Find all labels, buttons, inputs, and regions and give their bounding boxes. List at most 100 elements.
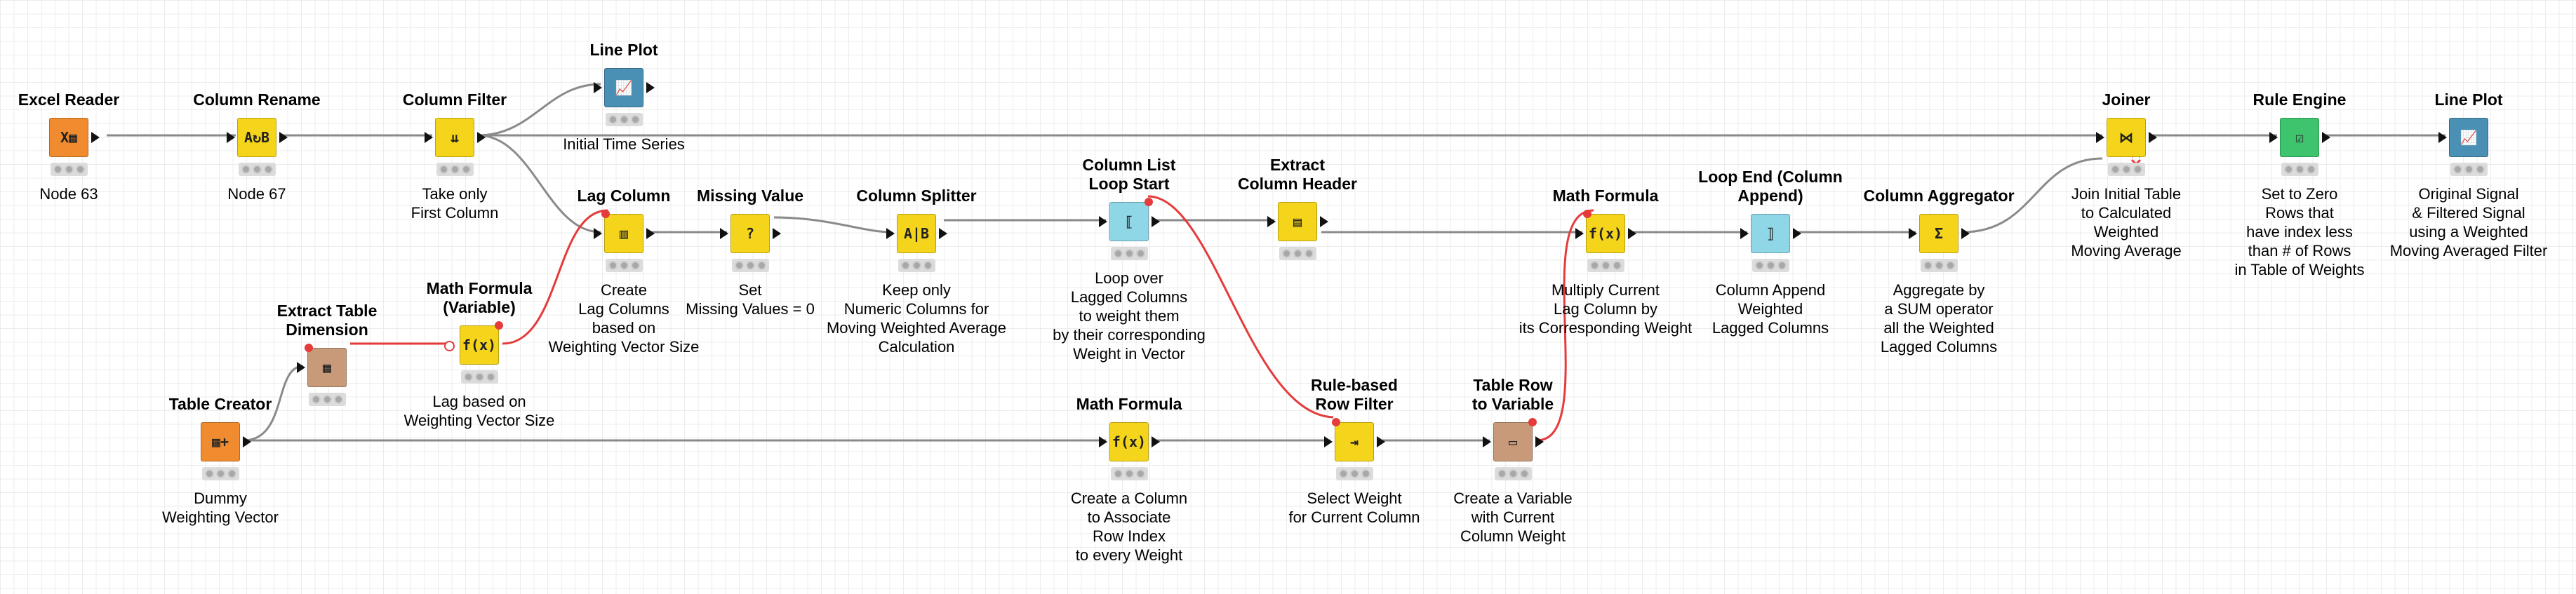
node-joiner[interactable]: Joiner⋈Join Initial Table to Calculated … [2021,90,2231,260]
node-icon-wrap[interactable]: Σ [1909,214,1970,253]
node-title: Excel Reader [18,90,120,109]
input-port[interactable] [227,132,235,143]
output-port[interactable] [1152,436,1160,447]
input-port[interactable] [1099,216,1107,227]
variable-input-port[interactable] [601,210,610,218]
output-port[interactable] [1377,436,1385,447]
node-title: Extract Column Header [1238,156,1357,193]
node-rule-engine[interactable]: Rule Engine☑Set to Zero Rows that have i… [2194,90,2405,279]
input-port[interactable] [594,228,602,239]
node-status-indicator [645,259,855,272]
variable-input-port[interactable] [1332,418,1340,426]
node-icon-wrap[interactable]: X▦ [49,118,100,157]
node-loop-end[interactable]: Loop End (Column Append)⟧Column Append W… [1665,168,1876,337]
node-line-plot-2[interactable]: Line Plot📈Original Signal & Filtered Sig… [2363,90,2574,260]
node-icon-wrap[interactable]: ▭ [1483,418,1544,461]
input-port[interactable] [594,82,602,93]
node-extract-table-dimension[interactable]: Extract Table Dimension▦ [222,302,432,406]
node-status-indicator [0,163,174,176]
input-port[interactable] [1483,436,1491,447]
node-missing-value[interactable]: Missing Value?Set Missing Values = 0 [645,187,855,318]
node-status-indicator [811,259,1022,272]
input-port[interactable] [720,228,728,239]
node-description: Create a Variable with Current Column We… [1453,490,1573,545]
node-icon-wrap[interactable]: ⇊ [425,118,486,157]
node-table-row-to-variable[interactable]: Table Row to Variable▭Create a Variable … [1408,376,1618,546]
output-port[interactable] [243,436,251,447]
node-table-creator[interactable]: Table Creator▦+Dummy Weighting Vector [115,395,326,527]
node-lag-column[interactable]: Lag Column▥Create Lag Columns based on W… [519,187,729,356]
input-port[interactable] [297,362,305,373]
output-port[interactable] [1961,228,1970,239]
input-port[interactable] [2096,132,2104,143]
node-status-indicator [2363,163,2574,176]
output-port[interactable] [646,228,655,239]
output-port[interactable] [279,132,288,143]
node-icon-wrap[interactable]: f(x) [1099,422,1160,461]
node-icon-wrap[interactable]: A|B [886,214,947,253]
node-icon-wrap[interactable]: ☑ [2269,118,2330,157]
node-icon-wrap[interactable]: ▦ [297,344,347,387]
node-icon-wrap[interactable]: ▦+ [201,422,251,461]
variable-output-port[interactable] [495,321,503,330]
node-icon-wrap[interactable]: ⟦ [1099,198,1160,241]
output-port[interactable] [477,132,486,143]
input-port[interactable] [1575,228,1584,239]
input-port[interactable] [425,132,433,143]
node-column-list-loop-start[interactable]: Column List Loop Start⟦Loop over Lagged … [1024,156,1234,363]
input-port[interactable] [886,228,895,239]
formula-icon: f(x) [1109,422,1149,461]
node-column-filter[interactable]: Column Filter⇊Take only First Column [349,90,560,222]
output-port[interactable] [1535,436,1544,447]
input-port[interactable] [2269,132,2278,143]
node-line-plot-1[interactable]: Line Plot📈Initial Time Series [519,41,729,154]
input-port[interactable] [1099,436,1107,447]
input-port[interactable] [1267,216,1276,227]
input-port[interactable] [2438,132,2447,143]
output-port[interactable] [1320,216,1328,227]
node-extract-column-header[interactable]: Extract Column Header ▤ [1192,156,1403,260]
node-description: Multiply Current Lag Column by its Corre… [1519,281,1693,337]
node-icon-wrap[interactable]: A↻B [227,118,288,157]
variable-output-port[interactable] [1144,198,1153,206]
output-port[interactable] [646,82,655,93]
variable-output-port[interactable] [1528,418,1537,426]
node-math-formula-variable[interactable]: Math Formula (Variable)f(x)Lag based on … [374,279,585,430]
wire-filter-lineplot [477,83,601,137]
output-port[interactable] [1152,216,1160,227]
input-port[interactable] [1740,228,1749,239]
output-port[interactable] [2149,132,2157,143]
output-port[interactable] [1628,228,1636,239]
variable-input-port[interactable] [1583,210,1591,218]
node-icon-wrap[interactable]: 📈 [2438,118,2488,157]
variable-input-port[interactable] [305,344,313,352]
output-port[interactable] [773,228,781,239]
variable-input-port[interactable] [444,341,455,351]
node-icon-wrap[interactable]: ⋈ [2096,118,2157,157]
node-title: Line Plot [2434,90,2503,109]
node-icon-wrap[interactable]: f(x) [1575,210,1636,253]
node-icon-wrap[interactable]: f(x) [444,321,503,365]
node-icon-wrap[interactable]: ▤ [1267,202,1328,241]
node-title: Table Creator [168,395,272,413]
row-variable-icon: ▭ [1493,422,1533,461]
node-icon-wrap[interactable]: 📈 [594,68,655,107]
input-port[interactable] [1909,228,1917,239]
output-port[interactable] [939,228,947,239]
node-rule-based-row-filter[interactable]: Rule-based Row Filter⇥Select Weight for … [1249,376,1460,527]
output-port[interactable] [2322,132,2330,143]
node-icon-wrap[interactable]: ? [720,214,781,253]
output-port[interactable] [91,132,100,143]
output-port[interactable] [1793,228,1801,239]
input-port[interactable] [1324,436,1333,447]
node-icon-wrap[interactable]: ▥ [594,210,655,253]
node-icon-wrap[interactable]: ⟧ [1740,214,1801,253]
node-icon-wrap[interactable]: ⇥ [1324,418,1385,461]
variable-connections [350,195,1594,442]
